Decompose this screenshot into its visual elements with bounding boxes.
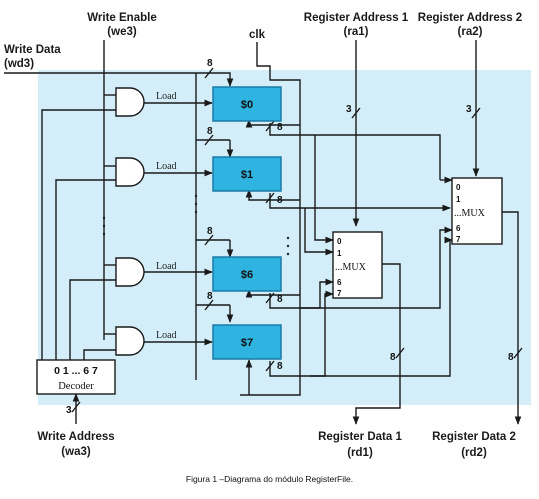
register-1-label: $1: [241, 169, 253, 181]
mux-2-input-7: 7: [456, 235, 461, 244]
register-0-label: $0: [241, 99, 253, 111]
write-data-signal: (wd3): [4, 58, 34, 70]
decoder-name: Decoder: [58, 381, 94, 392]
register-1: $1: [212, 156, 282, 192]
register-7-label: $7: [241, 337, 253, 349]
mux-1-input-6: 6: [337, 278, 342, 287]
bus-width-data: 8: [277, 195, 283, 206]
register-7: $7: [212, 324, 282, 360]
mux-2-input-6: 6: [456, 224, 461, 233]
register-0: $0: [212, 86, 282, 122]
and-gate-0: [115, 87, 145, 117]
mux-1-input-1: 1: [337, 249, 342, 258]
clk-label: clk: [249, 29, 266, 41]
bus-width-addr: 3: [466, 104, 472, 115]
load-label: Load: [156, 161, 177, 172]
rd2-signal: (rd2): [461, 447, 487, 459]
write-enable-signal: (we3): [107, 26, 137, 38]
bus-width-addr: 3: [346, 104, 352, 115]
write-data-label: Write Data: [4, 44, 61, 56]
rd1-signal: (rd1): [347, 447, 373, 459]
mux-2-input-0: 0: [456, 183, 461, 192]
and-gate-6: [115, 257, 145, 287]
load-label: Load: [156, 330, 177, 341]
wires: [4, 40, 522, 425]
ellipsis-dots: [102, 194, 290, 256]
bus-width-data: 8: [277, 361, 283, 372]
bus-width-data: 8: [390, 352, 396, 363]
bus-width-data: 8: [207, 126, 213, 137]
bus-width-data: 8: [207, 226, 213, 237]
mux-2-name: ...MUX: [454, 208, 486, 219]
register-6-label: $6: [241, 269, 253, 281]
bus-width-data: 8: [277, 122, 283, 133]
ra1-label: Register Address 1: [304, 12, 409, 24]
rd2-label: Register Data 2: [432, 431, 516, 443]
bus-width-data: 8: [508, 352, 514, 363]
ra2-label: Register Address 2: [418, 12, 522, 24]
write-address-label: Write Address: [37, 431, 114, 443]
decoder-outputs-label: 0 1 ... 6 7: [54, 365, 98, 377]
mux-1-name: ...MUX: [335, 262, 367, 273]
bus-width-data: 8: [207, 58, 213, 69]
figure-caption: Figura 1 –Diagrama do módulo RegisterFil…: [185, 474, 354, 484]
write-enable-label: Write Enable: [87, 12, 156, 24]
mux-1-input-7: 7: [337, 289, 342, 298]
and-gate-7: [115, 326, 145, 356]
load-label: Load: [156, 91, 177, 102]
decoder: 0 1 ... 6 7 Decoder: [36, 359, 116, 395]
mux-1-input-0: 0: [337, 237, 342, 246]
rd1-label: Register Data 1: [318, 431, 402, 443]
bus-width-markers: 8 8 8 8 8 8 8 8 3 3 3 8 8: [66, 58, 523, 416]
load-label: Load: [156, 261, 177, 272]
register-6: $6: [212, 256, 282, 292]
bus-width-data: 8: [207, 291, 213, 302]
mux-2-input-1: 1: [456, 195, 461, 204]
mux-1: 0 1 ...MUX 6 7: [332, 231, 383, 299]
mux-2: 0 1 ...MUX 6 7: [451, 177, 503, 245]
ra2-signal: (ra2): [458, 26, 483, 38]
ra1-signal: (ra1): [344, 26, 369, 38]
and-gate-1: [115, 157, 145, 187]
write-address-signal: (wa3): [61, 446, 91, 458]
bus-width-data: 8: [277, 294, 283, 305]
bus-width-addr: 3: [66, 405, 72, 416]
